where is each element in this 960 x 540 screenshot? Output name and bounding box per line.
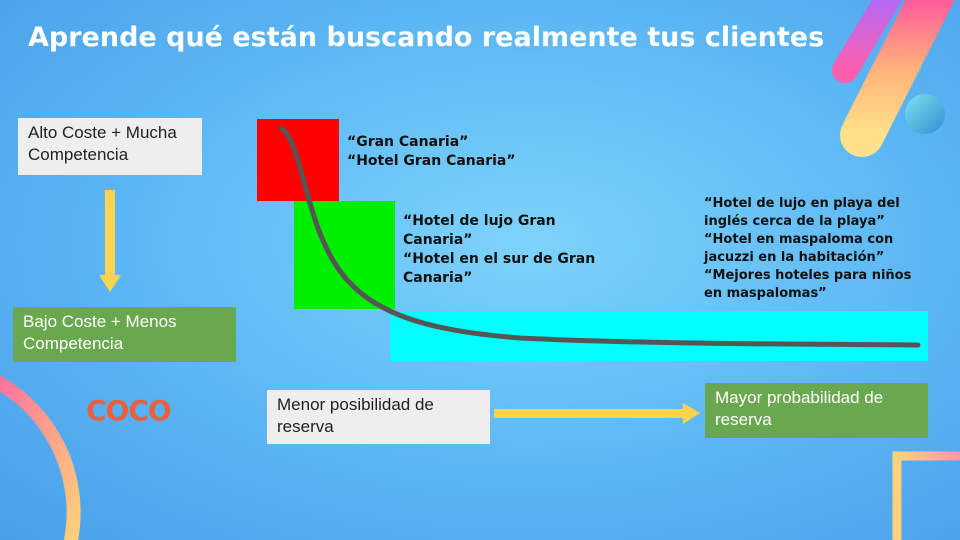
low-cost-box: Bajo Coste + Menos Competencia — [13, 307, 236, 362]
decor-corner — [892, 451, 960, 540]
decor-pill-gradient — [840, 0, 955, 157]
mid-competition-block — [294, 201, 395, 309]
decor-pill-purple — [832, 0, 903, 83]
keyword-line: “Hotel Gran Canaria” — [347, 153, 516, 169]
keywords-group-3: “Hotel de lujo en playa del inglés cerca… — [704, 195, 911, 303]
high-cost-box: Alto Coste + Mucha Competencia — [18, 118, 202, 175]
keyword-line: “Hotel de lujo Gran — [403, 213, 556, 229]
keyword-line: en maspalomas” — [704, 286, 827, 301]
keyword-line: “Hotel de lujo en playa del — [704, 196, 900, 211]
coco-logo: COCO — [86, 394, 172, 427]
keyword-line: “Hotel en el sur de Gran — [403, 251, 596, 267]
right-arrow — [494, 403, 700, 424]
keyword-line: “Hotel en maspaloma con — [704, 232, 894, 247]
down-arrow — [99, 190, 121, 292]
decor-ball — [905, 94, 945, 134]
keyword-line: Canaria” — [403, 270, 473, 286]
less-probability-box: Menor posibilidad de reserva — [267, 390, 490, 444]
keywords-group-2: “Hotel de lujo Gran Canaria” “Hotel en e… — [403, 212, 595, 288]
decor-arc — [0, 375, 81, 540]
keyword-line: “Mejores hoteles para niños — [704, 268, 912, 283]
keyword-line: Canaria” — [403, 232, 473, 248]
keyword-line: inglés cerca de la playa” — [704, 214, 885, 229]
page-title: Aprende qué están buscando realmente tus… — [28, 22, 825, 53]
long-tail-block — [390, 311, 928, 361]
keywords-group-1: “Gran Canaria” “Hotel Gran Canaria” — [347, 133, 516, 171]
long-tail-curve — [278, 125, 921, 348]
more-probability-box: Mayor probabilidad de reserva — [705, 383, 928, 438]
keyword-line: “Gran Canaria” — [347, 134, 469, 150]
keyword-line: jacuzzi en la habitación” — [704, 250, 885, 265]
